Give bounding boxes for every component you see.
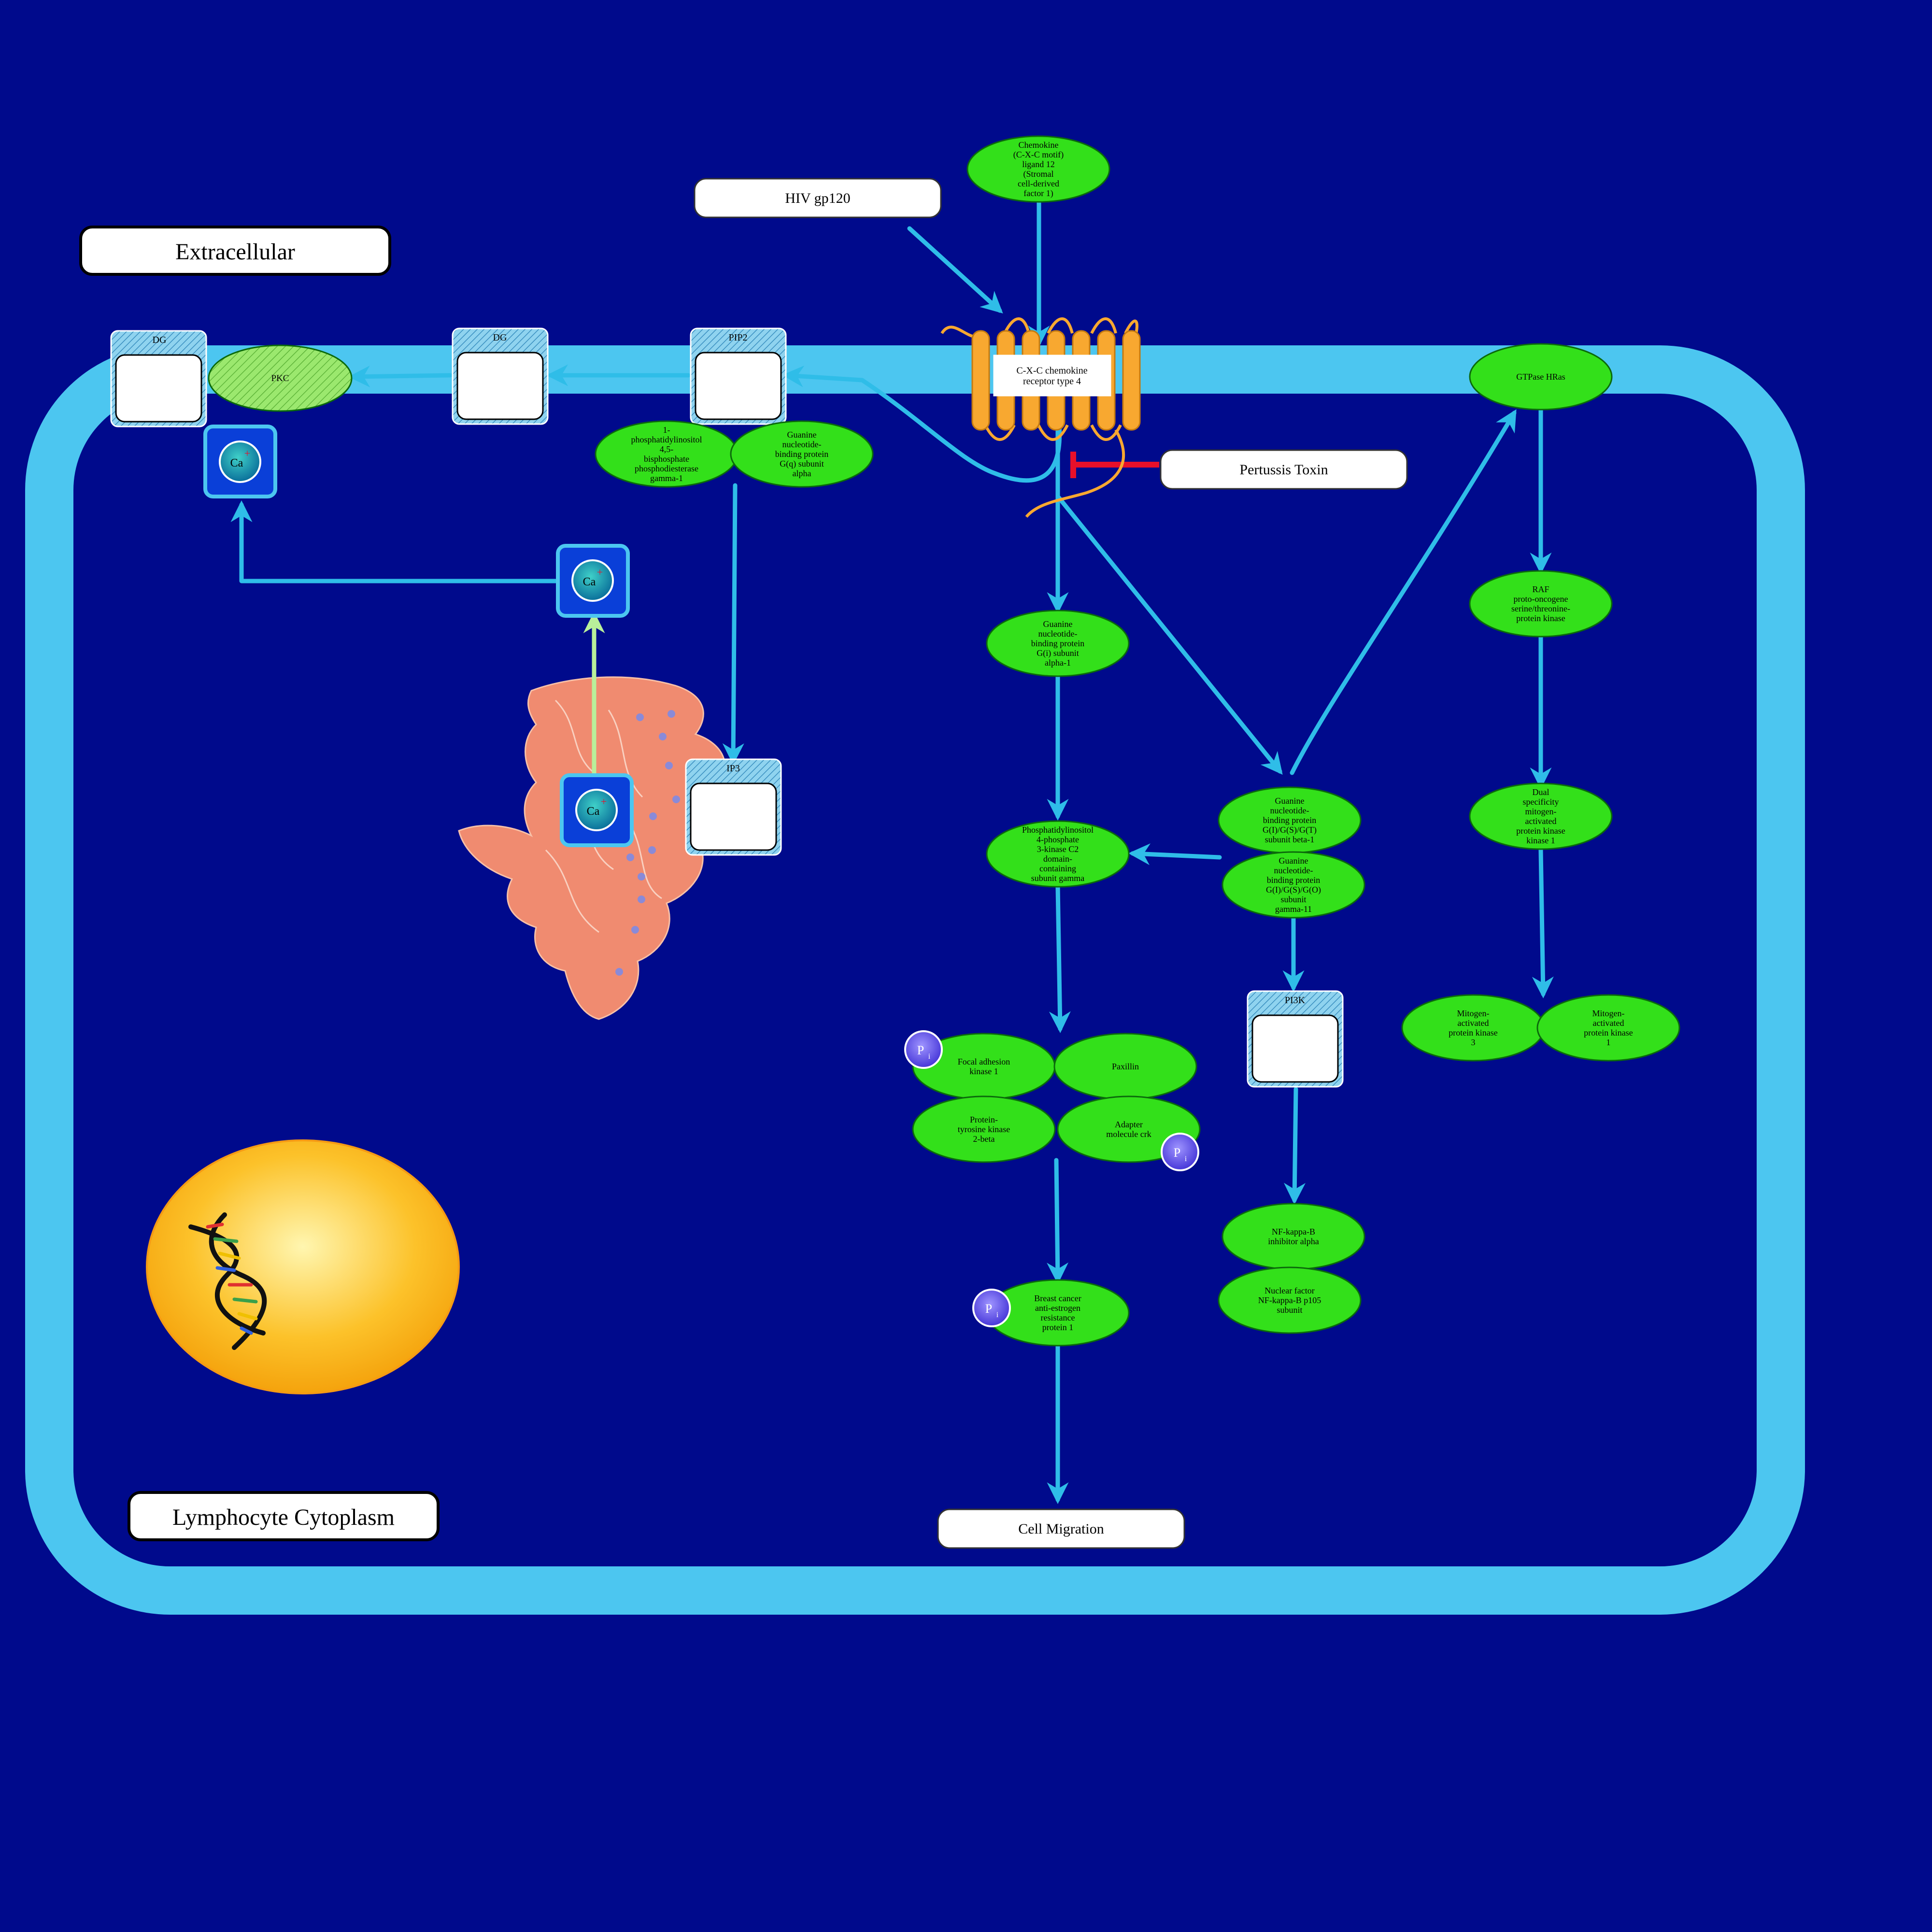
svg-text:P: P: [985, 1302, 992, 1316]
ip3-box: IP3: [685, 758, 782, 856]
svg-text:i: i: [996, 1311, 999, 1319]
svg-text:P: P: [1174, 1146, 1180, 1160]
svg-text:P: P: [917, 1043, 924, 1057]
pkc-label: PKC: [271, 373, 289, 384]
hras-label: GTPase HRas: [1516, 372, 1565, 382]
inhibition-pertussis: [1070, 452, 1159, 478]
svg-text:+: +: [244, 447, 250, 459]
svg-text:PI3K: PI3K: [1285, 995, 1306, 1006]
svg-text:i: i: [928, 1052, 931, 1061]
arrow-plc-to-ip3: [722, 483, 744, 765]
calcium-ion-1: Ca +: [203, 425, 277, 498]
svg-text:Ca: Ca: [583, 576, 596, 588]
arrows: [230, 200, 1554, 1504]
svg-text:Cell Migration: Cell Migration: [1018, 1521, 1104, 1537]
svg-text:i: i: [1185, 1155, 1187, 1163]
arrow-fak-to-bcar1: [1047, 1158, 1069, 1284]
label-cell-migration: Cell Migration: [937, 1508, 1185, 1549]
arrow-ca-to-ca: [230, 500, 558, 583]
protein-paxillin: Paxillin: [1053, 1033, 1197, 1100]
svg-text:PIP2: PIP2: [729, 332, 748, 343]
phosphate-bcar1: P i: [972, 1289, 1011, 1327]
arrow-receptor-to-gbeta: [1056, 495, 1283, 775]
arrow-gbeta-to-hras: [1290, 409, 1517, 775]
label-cytoplasm: Lymphocyte Cytoplasm: [128, 1491, 440, 1541]
paxillin-label: Paxillin: [1112, 1062, 1139, 1071]
arrow-pi3kc2-to-fak: [1049, 884, 1071, 1033]
svg-text:HIV gp120: HIV gp120: [785, 190, 850, 206]
arrow-gbeta-to-pi3kc2: [1128, 843, 1222, 866]
nucleus: [146, 1139, 460, 1394]
label-hiv-gp120: HIV gp120: [694, 178, 942, 218]
pkc: PKC: [208, 344, 353, 412]
svg-text:Ca: Ca: [230, 457, 243, 469]
svg-text:+: +: [597, 566, 603, 578]
calcium-ion-2: Ca +: [556, 544, 630, 618]
svg-text:Lymphocyte Cytoplasm: Lymphocyte Cytoplasm: [172, 1505, 395, 1530]
phosphate-crk: P i: [1161, 1133, 1199, 1171]
dg-box-2: DG: [452, 327, 549, 425]
svg-text:Extracellular: Extracellular: [175, 239, 295, 265]
svg-text:DG: DG: [493, 332, 507, 343]
arrow-mek-to-mapk: [1532, 848, 1554, 998]
arrow-receptor-to-pip2: [782, 365, 1062, 483]
pip2-box: PIP2: [690, 327, 787, 425]
pi3k-box: PI3K: [1247, 990, 1344, 1088]
svg-text:Pertussis Toxin: Pertussis Toxin: [1239, 462, 1328, 478]
svg-text:IP3: IP3: [726, 763, 740, 774]
calcium-ion-3: Ca +: [560, 773, 634, 847]
label-pertussis-toxin: Pertussis Toxin: [1160, 449, 1408, 490]
svg-text:DG: DG: [153, 335, 167, 345]
arrow-hiv-to-receptor: [907, 226, 1003, 314]
dna-icon: [188, 1212, 267, 1350]
svg-text:Ca: Ca: [587, 805, 600, 818]
phosphate-fak: P i: [904, 1030, 943, 1069]
arrow-pi3k-to-nfkbia: [1283, 1087, 1306, 1205]
protein-hras: GTPase HRas: [1469, 343, 1613, 411]
label-extracellular: Extracellular: [79, 226, 391, 276]
arrow-dg-to-pkc: [348, 365, 453, 387]
cell-membrane: [25, 345, 1805, 1615]
dg-box-1: DG: [110, 330, 207, 427]
svg-text:+: +: [601, 796, 607, 808]
